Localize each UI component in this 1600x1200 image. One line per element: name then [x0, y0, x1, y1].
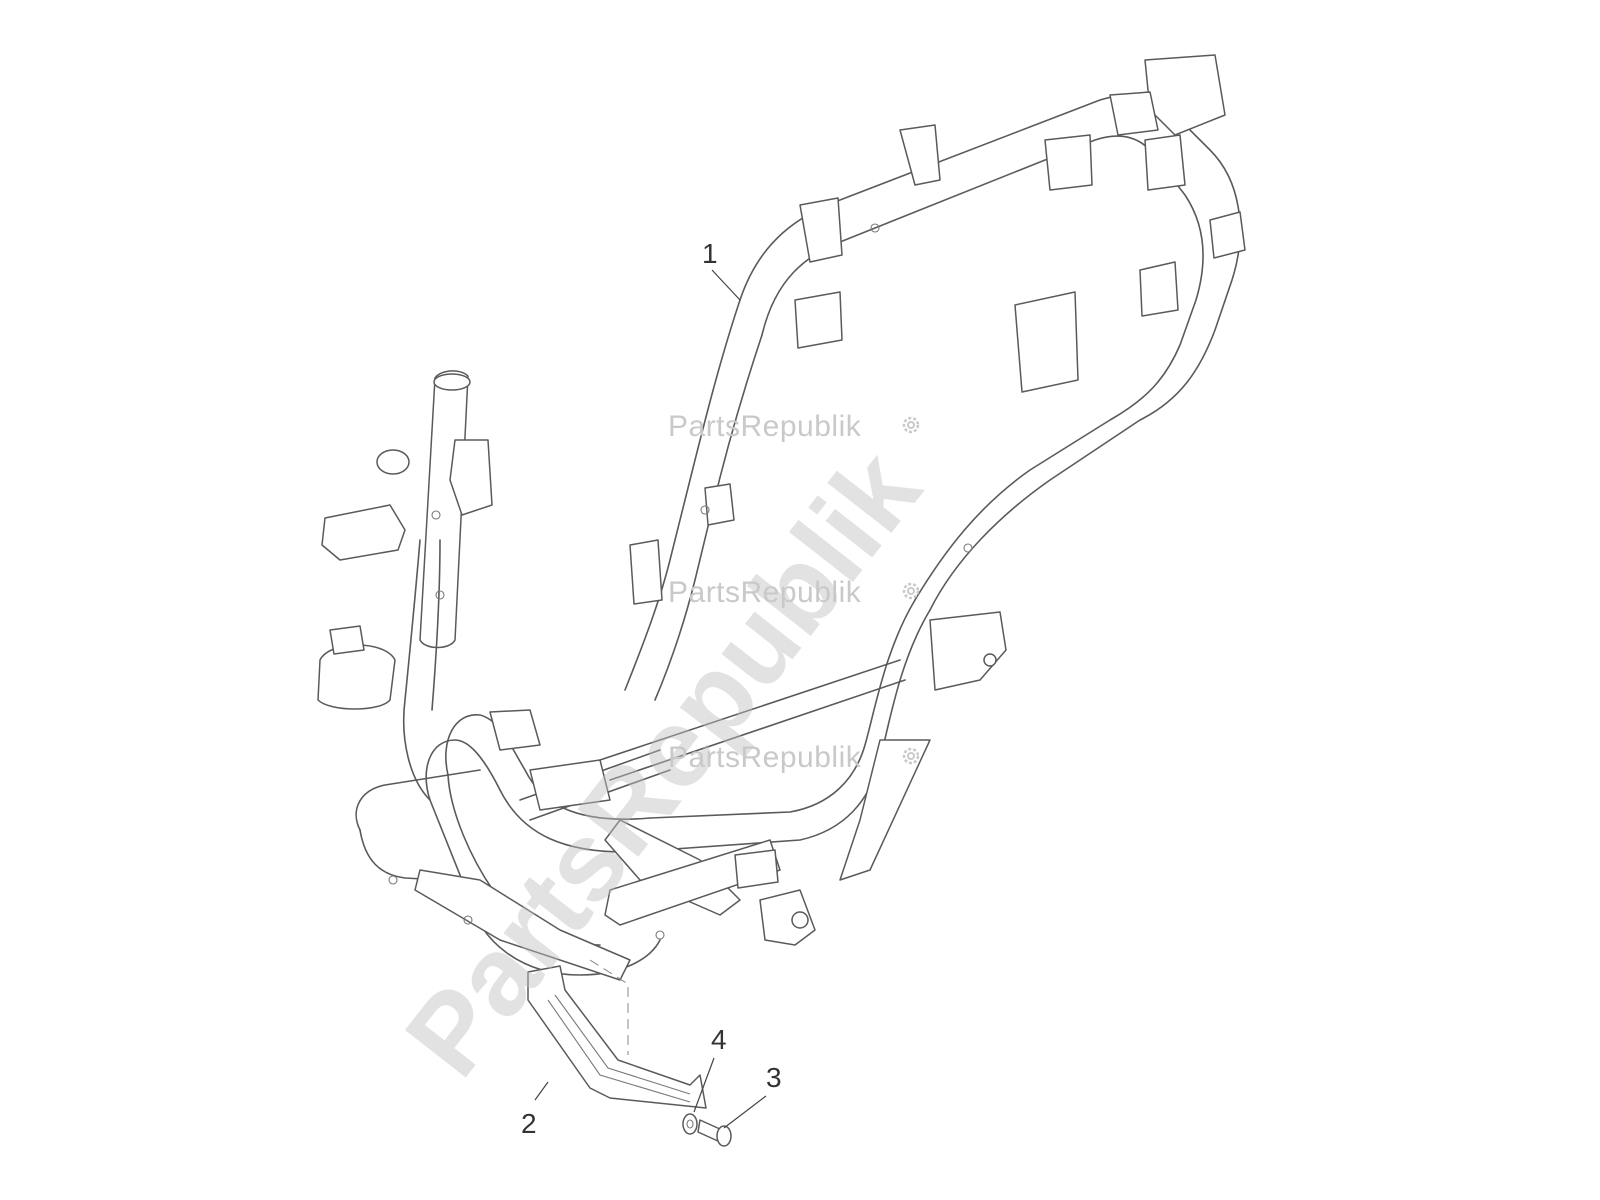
callout-2: 2 [521, 1108, 537, 1139]
watermark-label: PartsRepublik [668, 410, 862, 443]
screw-part-3 [697, 1119, 732, 1147]
watermark-label: PartsRepublik [668, 576, 862, 609]
gear-icon [902, 582, 920, 600]
gear-icon [902, 747, 920, 765]
callout-3: 3 [766, 1062, 782, 1093]
callout-1: 1 [702, 238, 718, 269]
bracket-part-2 [527, 965, 707, 1109]
washer-part-4 [682, 1113, 698, 1135]
gear-icon [902, 416, 920, 434]
watermark-label: PartsRepublik [668, 741, 862, 774]
frame-part-1 [317, 54, 1246, 981]
leader-lines [534, 269, 767, 1129]
callout-4: 4 [711, 1024, 727, 1055]
